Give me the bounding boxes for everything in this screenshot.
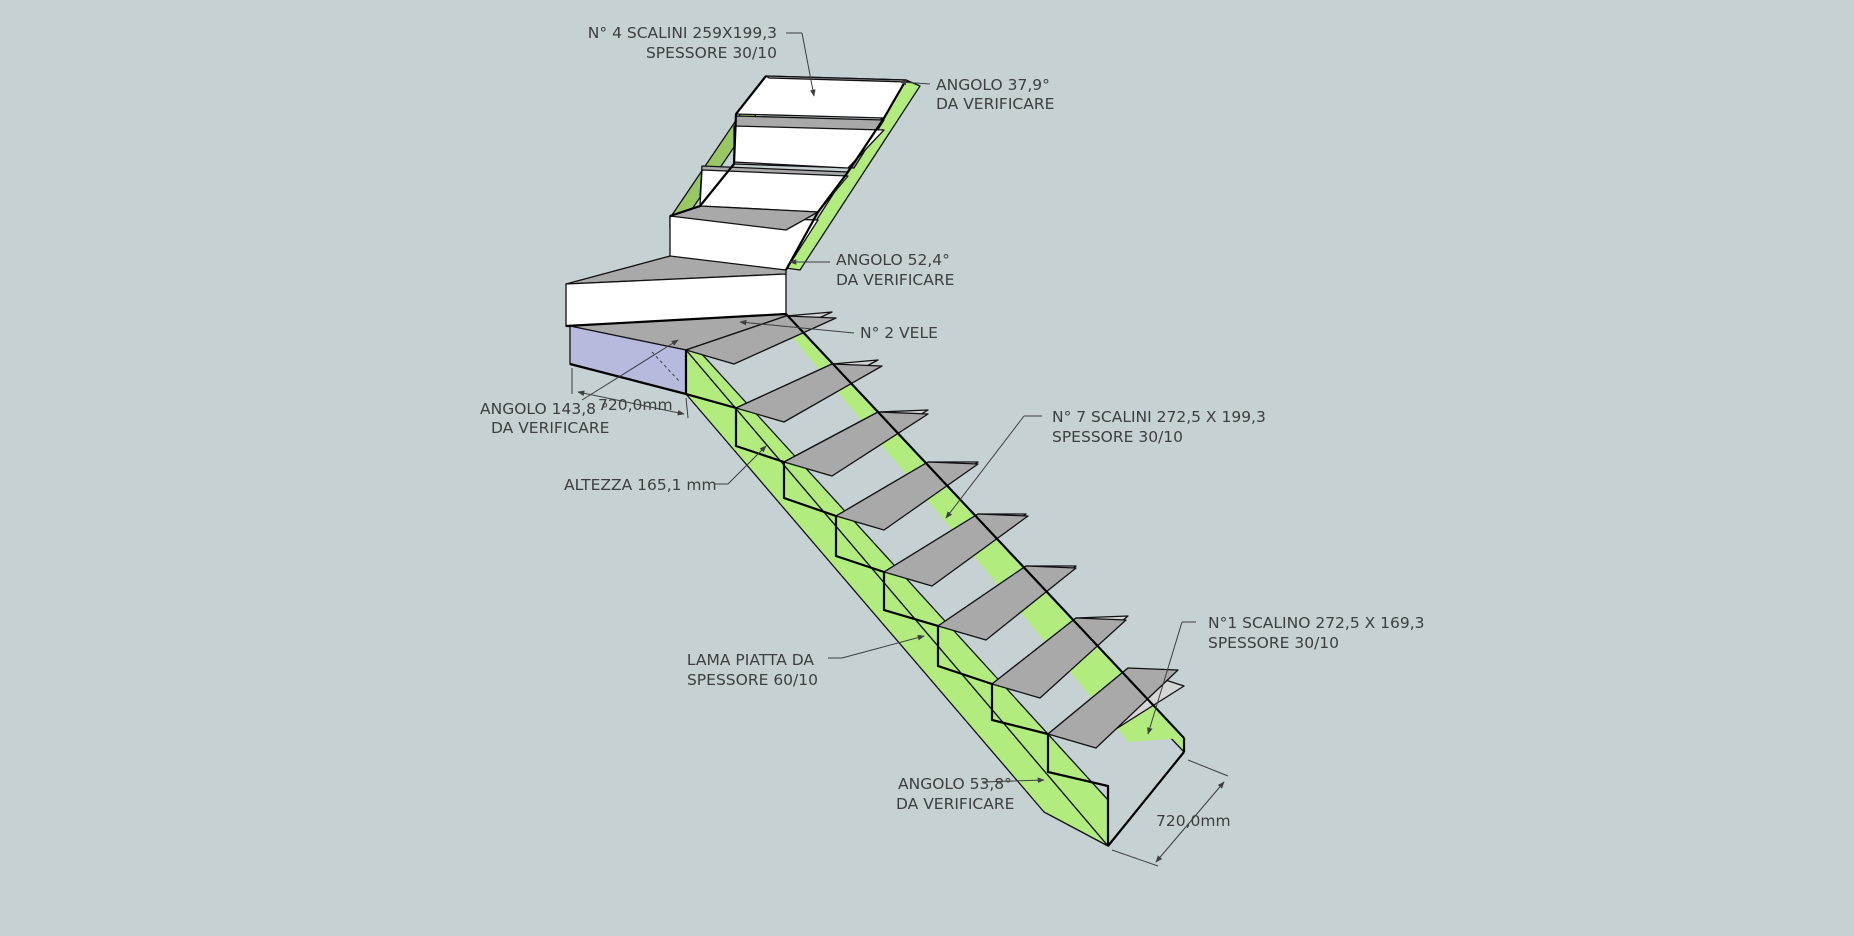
label-first-step-2: SPESSORE 30/10	[1208, 634, 1339, 652]
label-vele: N° 2 VELE	[860, 324, 938, 342]
label-angle-top-1: ANGOLO 37,9°	[936, 76, 1050, 94]
label-width-left: 720,0mm	[598, 396, 673, 414]
label-width-bottom: 720,0mm	[1156, 812, 1231, 830]
labels: N° 4 SCALINI 259X199,3 SPESSORE 30/10 AN…	[480, 24, 1425, 830]
label-angle-mid-1: ANGOLO 52,4°	[836, 251, 950, 269]
landing	[565, 255, 787, 396]
label-main-steps-1: N° 7 SCALINI 272,5 X 199,3	[1052, 408, 1266, 426]
main-step-tread	[937, 565, 1077, 641]
label-angle-left-1: ANGOLO 143,8 °	[480, 400, 609, 418]
label-angle-bottom-2: DA VERIFICARE	[896, 795, 1014, 813]
label-angle-mid-2: DA VERIFICARE	[836, 271, 954, 289]
upper-right-stringer	[785, 79, 921, 271]
upper-flight	[669, 75, 921, 271]
main-step-tread	[835, 461, 979, 531]
label-first-step-1: N°1 SCALINO 272,5 X 169,3	[1208, 614, 1425, 632]
label-angle-bottom-1: ANGOLO 53,8°	[898, 775, 1012, 793]
main-step-tread	[1047, 667, 1179, 749]
label-main-steps-2: SPESSORE 30/10	[1052, 428, 1183, 446]
label-angle-left-2: DA VERIFICARE	[491, 419, 609, 437]
label-top-steps-2: SPESSORE 30/10	[646, 44, 777, 62]
label-top-steps-1: N° 4 SCALINI 259X199,3	[588, 24, 777, 42]
leader-lines	[571, 32, 1229, 867]
label-angle-top-2: DA VERIFICARE	[936, 95, 1054, 113]
main-step-tread	[991, 617, 1127, 699]
label-lama-2: SPESSORE 60/10	[687, 671, 818, 689]
main-flight-outlines	[684, 313, 1186, 847]
label-height: ALTEZZA 165,1 mm	[564, 476, 717, 494]
label-lama-1: LAMA PIATTA DA	[687, 651, 814, 669]
